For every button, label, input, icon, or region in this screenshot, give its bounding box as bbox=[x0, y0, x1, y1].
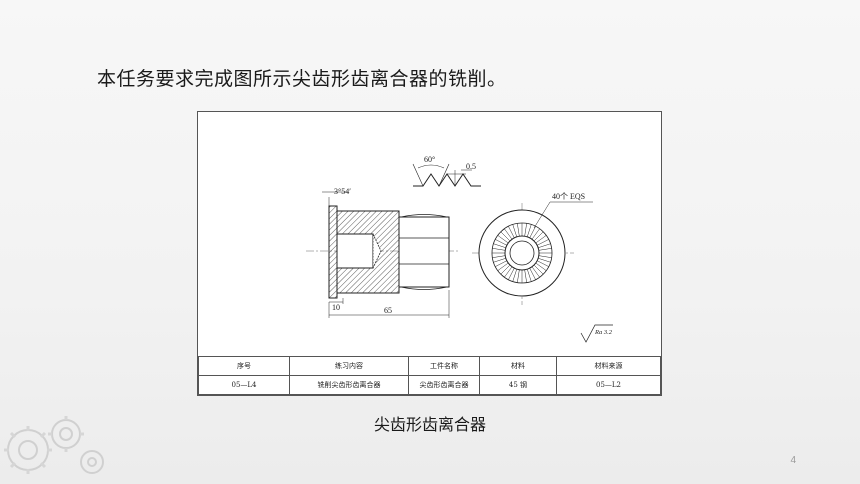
tooth-line bbox=[517, 223, 520, 237]
tooth-line bbox=[497, 235, 509, 244]
dim-10-label: 10 bbox=[332, 303, 340, 312]
figure-caption: 尖齿形齿离合器 bbox=[373, 415, 486, 434]
title-block: 序号 练习内容 工件名称 材料 材料来源 05—L4 铣削尖齿形齿离合器 尖齿形… bbox=[198, 356, 661, 395]
title-block-cell: 05—L2 bbox=[556, 375, 661, 395]
title-block-cell: 序号 bbox=[198, 356, 290, 376]
tooth-line bbox=[535, 235, 547, 244]
angle-label: 60° bbox=[424, 155, 435, 164]
tooth-line bbox=[538, 243, 551, 248]
title-block-cell: 材料 bbox=[479, 356, 557, 376]
roughness-label: Ra 3.2 bbox=[594, 329, 613, 336]
tooth-line bbox=[524, 269, 527, 283]
engineering-drawing: 60° 0.5 bbox=[197, 111, 662, 396]
tooth-line bbox=[517, 269, 520, 283]
tooth-line bbox=[500, 264, 511, 275]
tooth-line bbox=[531, 266, 540, 278]
tooth-line bbox=[524, 223, 527, 237]
tooth-profile-detail bbox=[412, 163, 481, 187]
tooth-line bbox=[527, 224, 532, 237]
title-block-cell: 尖齿形齿离合器 bbox=[408, 375, 480, 395]
tooth-line bbox=[512, 269, 517, 282]
tooth-line bbox=[504, 266, 513, 278]
tooth-line bbox=[492, 248, 506, 251]
teeth-count-label: 40个 EQS bbox=[552, 192, 585, 201]
tooth-line bbox=[495, 260, 507, 267]
tooth-line bbox=[504, 228, 513, 240]
tooth-line bbox=[500, 231, 511, 242]
tooth-line bbox=[527, 269, 532, 282]
title-block-cell: 铣削尖齿形齿离合器 bbox=[289, 375, 409, 395]
title-block-header-row: 序号 练习内容 工件名称 材料 材料来源 bbox=[198, 356, 661, 376]
tooth-line bbox=[512, 224, 517, 237]
pitch-label: 0.5 bbox=[466, 162, 476, 171]
slide-heading: 本任务要求完成图所示尖齿形齿离合器的铣削。 bbox=[97, 68, 507, 90]
tooth-line bbox=[529, 268, 536, 280]
tooth-line bbox=[495, 239, 507, 246]
tooth-line bbox=[538, 248, 552, 251]
tooth-line bbox=[492, 255, 506, 258]
dim-65-label: 65 bbox=[384, 306, 392, 315]
tooth-line bbox=[535, 262, 547, 271]
title-block-cell: 工件名称 bbox=[408, 356, 480, 376]
title-block-cell: 材料来源 bbox=[556, 356, 661, 376]
gear-decoration-icon bbox=[4, 416, 104, 474]
roughness-symbol bbox=[580, 324, 613, 343]
section-view bbox=[306, 191, 458, 318]
tooth-line bbox=[508, 268, 515, 280]
tooth-line bbox=[538, 255, 552, 258]
tooth-line bbox=[537, 260, 549, 267]
tooth-line bbox=[537, 239, 549, 246]
tooth-line bbox=[538, 258, 551, 263]
title-block-cell: 45 钢 bbox=[479, 375, 557, 395]
chamfer-label: 3°54′ bbox=[334, 187, 351, 196]
tooth-line bbox=[533, 264, 544, 275]
front-view bbox=[472, 201, 593, 305]
title-block-cell: 05—L4 bbox=[198, 375, 290, 395]
tooth-line bbox=[531, 228, 540, 240]
page-number: 4 bbox=[790, 455, 796, 466]
tooth-line bbox=[533, 231, 544, 242]
tooth-line bbox=[493, 243, 506, 248]
tooth-line bbox=[493, 258, 506, 263]
title-block-value-row: 05—L4 铣削尖齿形齿离合器 尖齿形齿离合器 45 钢 05—L2 bbox=[198, 375, 661, 395]
tooth-line bbox=[497, 262, 509, 271]
tooth-line bbox=[508, 226, 515, 238]
title-block-cell: 练习内容 bbox=[289, 356, 409, 376]
drawing-canvas: 60° 0.5 bbox=[306, 155, 613, 343]
tooth-line bbox=[529, 226, 536, 238]
